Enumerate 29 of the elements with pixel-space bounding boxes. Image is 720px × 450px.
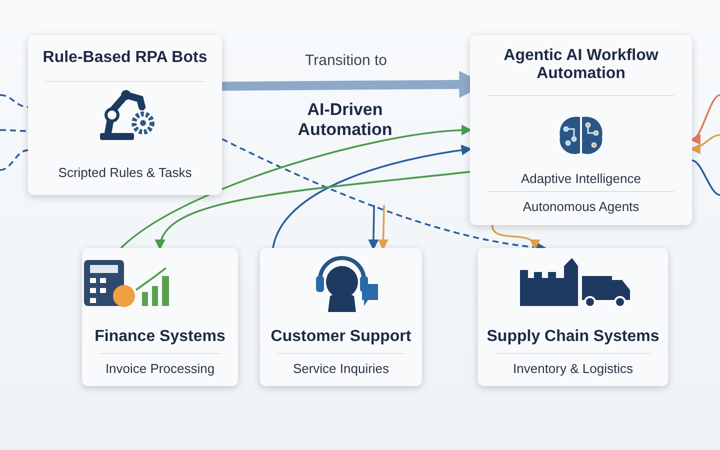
dashed-connector bbox=[0, 94, 28, 108]
card-subtitle: Scripted Rules & Tasks bbox=[57, 165, 193, 180]
flow-arrow bbox=[120, 125, 472, 249]
card-title: Rule-Based RPA Bots bbox=[42, 49, 208, 67]
flow-arrow bbox=[491, 224, 539, 250]
card-title: Supply Chain Systems bbox=[486, 328, 660, 346]
card-box bbox=[260, 248, 422, 386]
card-title: Agentic AI Workflow Automation bbox=[502, 47, 660, 83]
flow-arrow bbox=[368, 205, 379, 250]
card-box bbox=[82, 248, 238, 386]
card-subtitle: Autonomous Agents bbox=[522, 199, 640, 214]
card-box bbox=[478, 248, 668, 386]
card-subtitle: Service Inquiries bbox=[292, 361, 390, 376]
card-title: Customer Support bbox=[270, 328, 412, 346]
flow-arrow bbox=[378, 205, 389, 250]
heading-text: AI-Driven Automation bbox=[296, 100, 394, 140]
dashed-connector bbox=[0, 129, 28, 132]
flow-arrow bbox=[272, 144, 472, 248]
card-box bbox=[470, 35, 692, 225]
flow-arrow bbox=[690, 94, 720, 142]
card-subtitle: Adaptive Intelligence bbox=[520, 171, 642, 186]
flow-arrow bbox=[690, 134, 720, 154]
dashed-connector bbox=[0, 149, 28, 171]
card-subtitle: Inventory & Logistics bbox=[512, 361, 634, 376]
flow-arrow bbox=[156, 170, 470, 250]
card-box bbox=[28, 35, 222, 195]
edge-label: Transition to bbox=[304, 52, 388, 70]
card-title: Finance Systems bbox=[94, 328, 226, 346]
card-subtitle: Invoice Processing bbox=[104, 361, 216, 376]
